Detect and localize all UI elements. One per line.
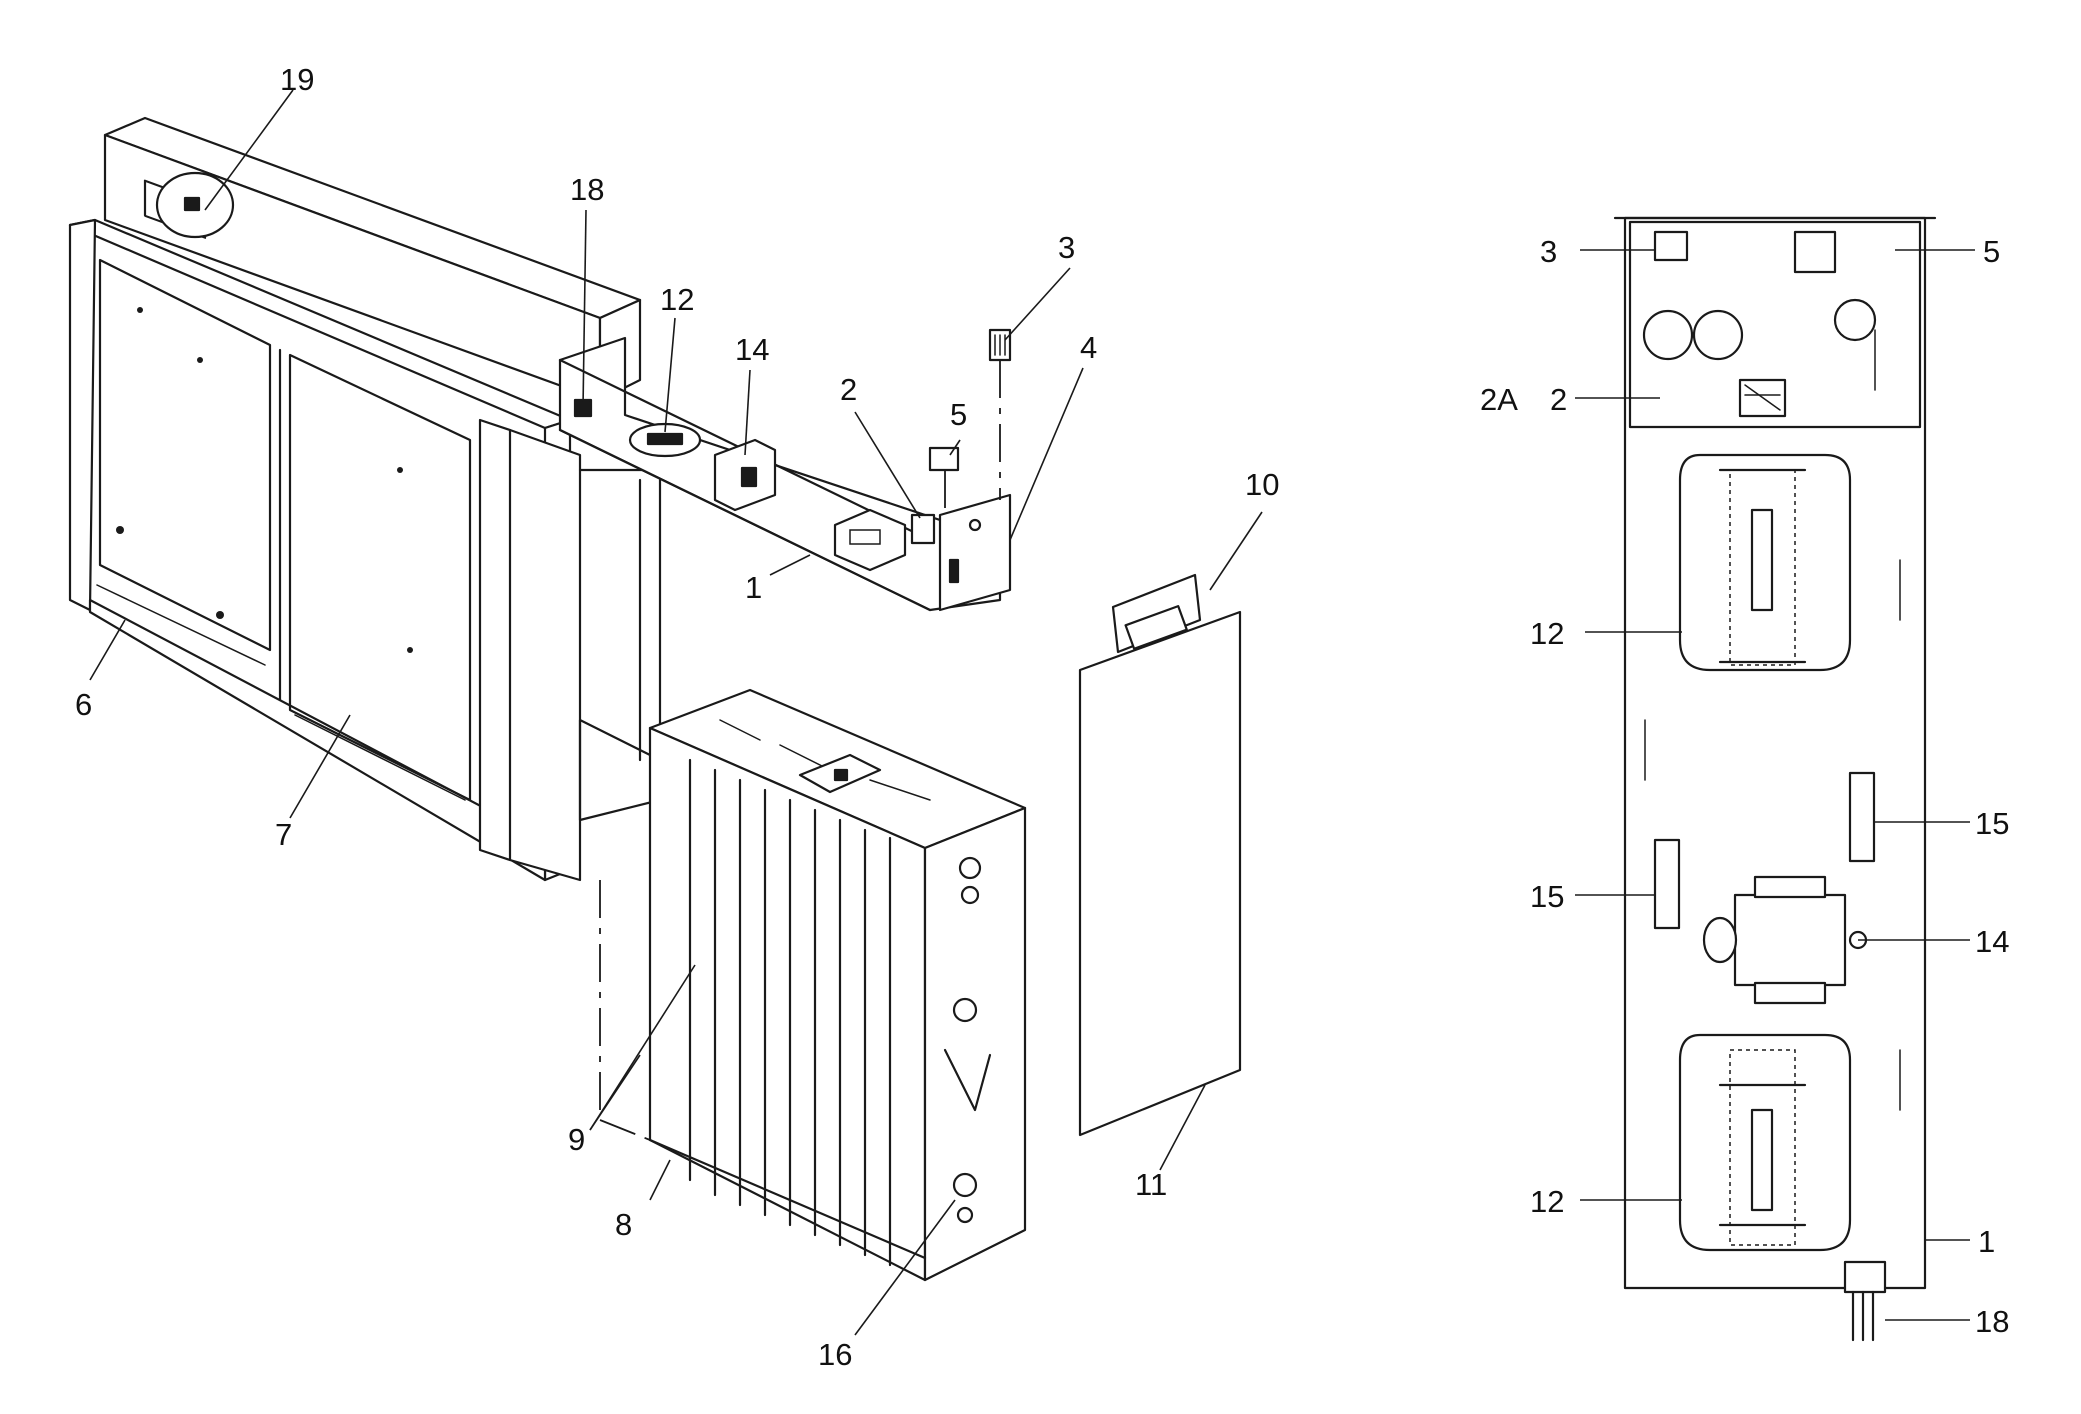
- callout-1: 1: [745, 570, 762, 605]
- assembly-lines: [599, 880, 651, 1141]
- callout-7: 7: [275, 817, 292, 852]
- callout-10: 10: [1245, 467, 1279, 502]
- callout-11: 11: [1135, 1167, 1167, 1202]
- callout-9: 9: [568, 1122, 585, 1157]
- callout-16: 16: [818, 1337, 852, 1372]
- control-box-detail: [1613, 216, 1937, 1342]
- callout-8: 8: [615, 1207, 632, 1242]
- callout-12: 12: [660, 282, 694, 317]
- detail-callout-5: 5: [1983, 234, 2000, 269]
- detail-callout-2a: 2A: [1480, 382, 1518, 417]
- callout-6: 6: [75, 687, 92, 722]
- control-panel-bracket: [558, 328, 1012, 612]
- callout-5: 5: [950, 397, 967, 432]
- callout-3: 3: [1058, 230, 1075, 265]
- detail-callout-15-right: 15: [1975, 806, 2009, 841]
- callout-18: 18: [570, 172, 604, 207]
- pre-filter-panel: [1078, 573, 1242, 1137]
- detail-callout-1: 1: [1978, 1224, 1995, 1259]
- detail-callout-2: 2: [1550, 382, 1567, 417]
- detail-callout-12-top: 12: [1530, 616, 1564, 651]
- collector-cell: [648, 688, 1027, 1282]
- callout-4: 4: [1080, 330, 1097, 365]
- cabinet-housing: [68, 116, 662, 882]
- callout-14: 14: [735, 332, 769, 367]
- detail-callout-18: 18: [1975, 1304, 2009, 1339]
- leader-lines: [89, 89, 1975, 1336]
- callout-19: 19: [280, 62, 314, 97]
- detail-callout-14: 14: [1975, 924, 2009, 959]
- callout-2: 2: [840, 372, 857, 407]
- detail-callout-12-bottom: 12: [1530, 1184, 1564, 1219]
- detail-callout-15-left: 15: [1530, 879, 1564, 914]
- callout-labels: 19 18 12 14 2 5 3 4 1 10 6 7 9 8 16 11 3…: [75, 62, 2009, 1372]
- detail-callout-3: 3: [1540, 234, 1557, 269]
